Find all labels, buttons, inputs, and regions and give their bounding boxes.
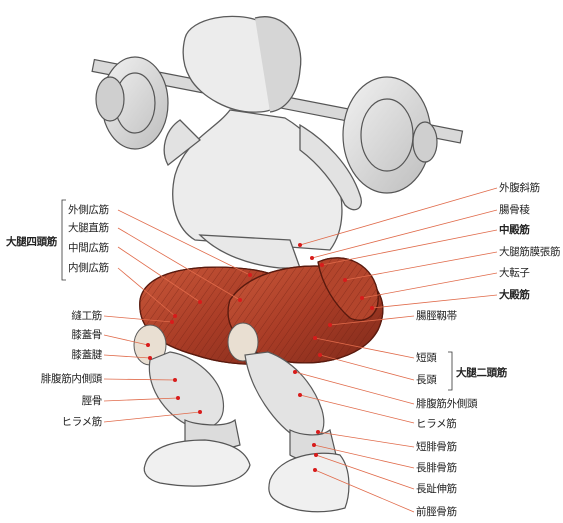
label-tibialis-anterior: 前脛骨筋 [416, 506, 457, 518]
label-vastus-medialis: 内側広筋 [68, 262, 109, 274]
label-iliac-crest: 腸骨稜 [499, 204, 530, 216]
figure-body-sketch [164, 16, 361, 268]
label-greater-trochanter: 大転子 [499, 267, 530, 279]
quadriceps-group-label: 大腿四頭筋 [6, 234, 57, 249]
label-gastrocnemius-medial: 腓腹筋内側頭 [10, 373, 102, 385]
label-gluteus-medius: 中殿筋 [499, 224, 530, 236]
label-short-head: 短頭 [416, 352, 436, 364]
label-extensor-digitorum-longus: 長趾伸筋 [416, 483, 457, 495]
label-peroneus-longus: 長腓骨筋 [416, 462, 457, 474]
label-soleus-left: ヒラメ筋 [30, 416, 102, 428]
label-peroneus-brevis: 短腓骨筋 [416, 441, 457, 453]
label-gluteus-maximus: 大殿筋 [499, 289, 530, 301]
label-sartorius: 縫工筋 [30, 310, 102, 322]
label-iliotibial-band: 腸脛靱帯 [416, 310, 457, 322]
label-tibia: 脛骨 [30, 395, 102, 407]
label-gastrocnemius-lateral: 腓腹筋外側頭 [416, 398, 477, 410]
label-tensor-fasciae-latae: 大腿筋膜張筋 [499, 246, 560, 258]
thigh-muscles [140, 258, 383, 364]
label-patella: 膝蓋骨 [30, 329, 102, 341]
biceps-femoris-group-label: 大腿二頭筋 [456, 365, 507, 380]
label-vastus-lateralis: 外側広筋 [68, 204, 109, 216]
label-vastus-intermedius: 中間広筋 [68, 242, 109, 254]
label-rectus-femoris: 大腿直筋 [68, 222, 109, 234]
label-soleus-right: ヒラメ筋 [416, 418, 457, 430]
label-external-oblique: 外腹斜筋 [499, 182, 540, 194]
label-long-head: 長頭 [416, 374, 436, 386]
label-patellar-tendon: 膝蓋腱 [30, 349, 102, 361]
